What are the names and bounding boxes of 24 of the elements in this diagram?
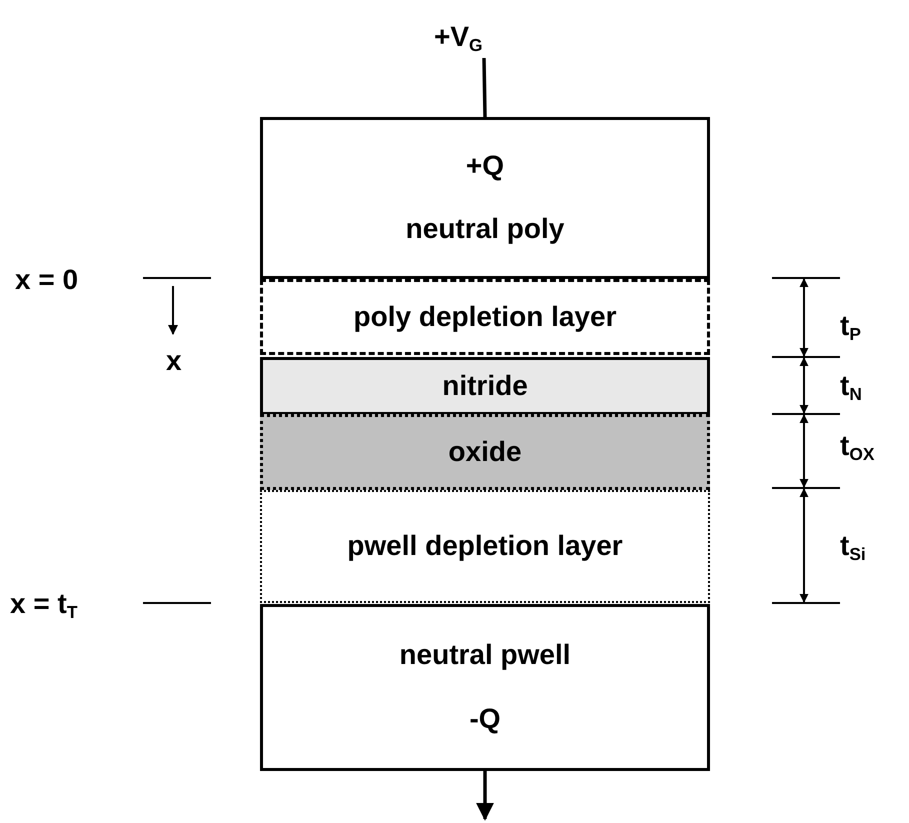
layer-label: +Q xyxy=(466,151,504,182)
layer-label: neutral pwell xyxy=(399,640,571,671)
layer-label: oxide xyxy=(448,436,522,468)
layer-label: neutral poly xyxy=(406,214,564,245)
oxide-layer xyxy=(260,414,710,490)
terminal-line xyxy=(482,58,487,118)
layer-label: pwell depletion layer xyxy=(347,531,623,562)
position-label: x = 0 xyxy=(15,266,78,294)
dimension-label: t$_{Si}$ xyxy=(840,532,866,564)
substrate-layer xyxy=(260,604,710,771)
dimension-label: t$_{N}$ xyxy=(840,372,862,404)
dimension-label: t$_{P}$ xyxy=(840,312,861,344)
current-arrow xyxy=(476,771,494,821)
layer-label: -Q xyxy=(469,704,501,735)
position-label: x = t$_{T}$ xyxy=(10,590,78,622)
layer-label: nitride xyxy=(442,370,528,402)
poly-gate-layer xyxy=(260,117,710,279)
depletion-layer xyxy=(260,279,710,355)
layer-label: poly depletion layer xyxy=(354,302,616,332)
nitride-layer xyxy=(260,357,710,415)
depletion-layer xyxy=(260,490,710,603)
voltage-label: +V$_{G}$ xyxy=(434,22,483,56)
axis-label: x xyxy=(166,347,182,375)
dimension-label: t$_{OX}$ xyxy=(840,432,874,464)
